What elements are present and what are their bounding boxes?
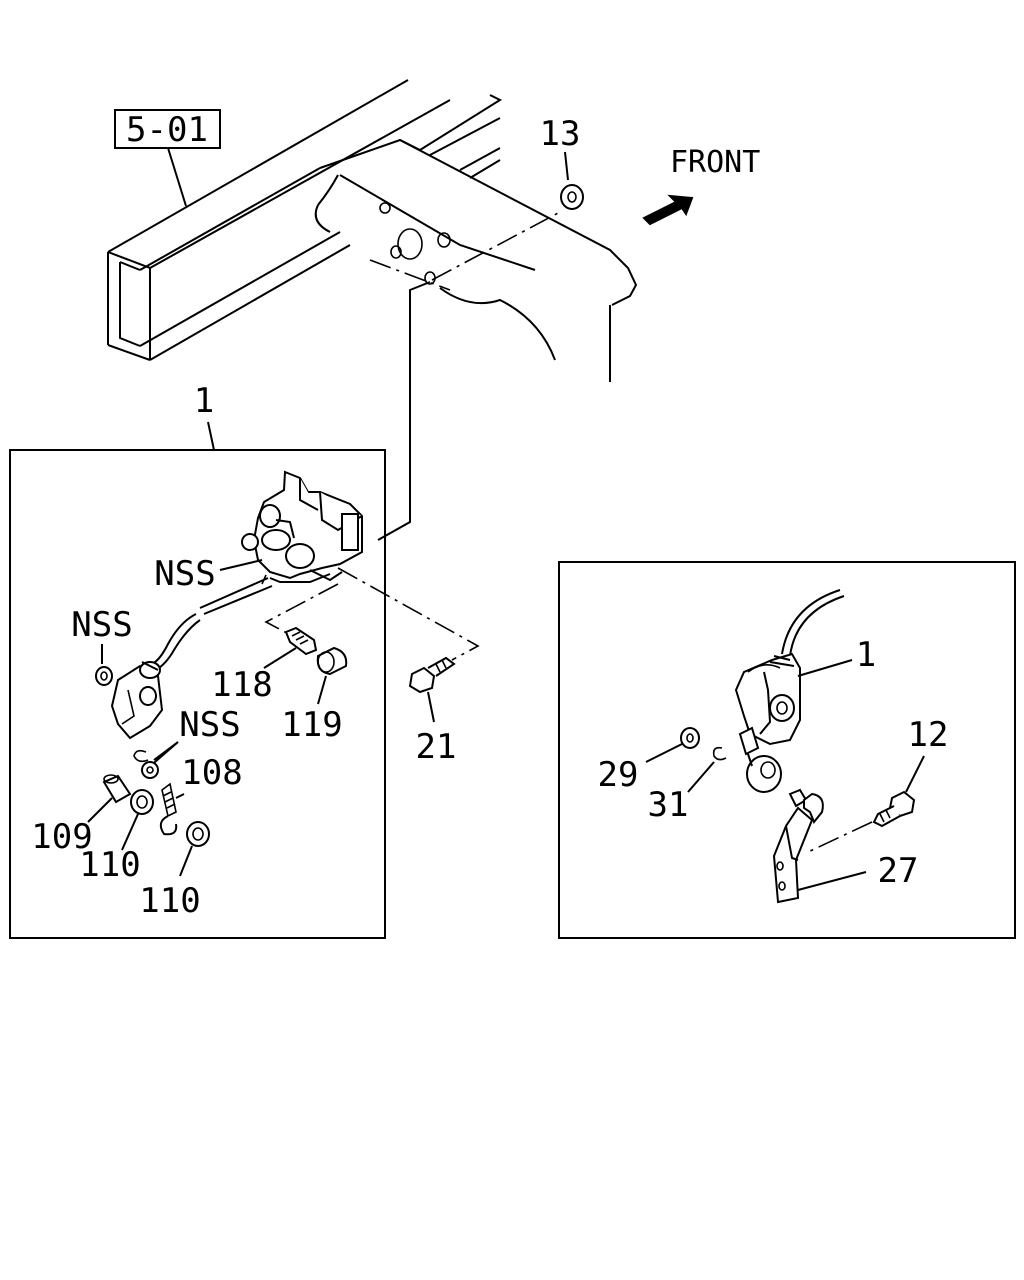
part-27-bracket[interactable] [772, 788, 824, 904]
part-12-bolt[interactable] [872, 790, 916, 828]
part-31-callout: 31 [648, 785, 689, 825]
nss-valve-callout: NSS [154, 554, 215, 594]
nss-washer-icon[interactable] [95, 666, 113, 686]
part-110b-callout: 110 [139, 881, 200, 921]
part-12-callout: 12 [908, 715, 949, 755]
connection-line [377, 281, 431, 541]
part-13-leader [564, 151, 569, 181]
part-31-clip-icon[interactable] [712, 746, 727, 761]
part-118-leader [263, 647, 297, 669]
part-118-callout: 118 [211, 665, 272, 705]
part-27-leader [797, 871, 867, 891]
part-29-callout: 29 [598, 755, 639, 795]
nss-valve-leader [219, 559, 263, 571]
part-1-callout: 1 [194, 381, 214, 421]
part-118-stud[interactable] [284, 626, 318, 656]
part-110b-leader [179, 845, 193, 877]
part-110-bushing-a[interactable] [130, 789, 154, 815]
part-119-leader [317, 675, 327, 705]
installation-detail-box [558, 561, 1016, 939]
cable-upper [199, 577, 269, 609]
part-13-nut[interactable] [560, 184, 584, 210]
part-21-leader [427, 691, 435, 723]
detail-sensor[interactable] [734, 652, 801, 746]
cable-lower-2 [155, 619, 201, 671]
frame-rail [107, 79, 638, 382]
part-21-callout: 21 [416, 727, 457, 767]
part-108-rod[interactable] [159, 782, 178, 836]
part-1-leader [207, 421, 215, 451]
part-110a-callout: 110 [79, 845, 140, 885]
part-109-callout: 109 [31, 817, 92, 857]
part-110-bushing-b[interactable] [186, 821, 210, 847]
leveling-valve[interactable] [241, 470, 363, 583]
detail-part-1-callout: 1 [856, 635, 876, 675]
part-110a-leader [121, 813, 139, 851]
reference-box[interactable]: 5-01 [114, 109, 221, 150]
part-12-leader [905, 755, 925, 793]
part-12-axis [807, 821, 873, 853]
clip-e-icon[interactable] [133, 749, 149, 763]
assembly-detail-box [9, 449, 386, 939]
detail-part-1-leader [797, 659, 853, 677]
part-29-nut[interactable] [680, 727, 700, 749]
bolt-21-axis [337, 567, 480, 661]
nss-bracket-callout: NSS [71, 605, 132, 645]
front-arrow-icon [642, 194, 694, 226]
cable-lower [151, 613, 197, 665]
reference-box-label: 5-01 [126, 110, 208, 150]
detail-link-ball[interactable] [738, 726, 782, 793]
part-21-bolt[interactable] [408, 656, 456, 694]
clip-nut-icon[interactable] [141, 761, 159, 779]
part-119-cap[interactable] [316, 646, 348, 676]
part-27-callout: 27 [878, 851, 919, 891]
part-13-callout: 13 [540, 114, 581, 154]
detail-cable [781, 589, 841, 655]
cable-upper-2 [203, 585, 273, 615]
part-29-leader [645, 743, 683, 763]
nss-clip-callout: NSS [179, 705, 240, 745]
part-108-leader [175, 793, 185, 799]
detail-cable-2 [789, 595, 845, 657]
part-119-callout: 119 [281, 705, 342, 745]
cable-fitting [261, 574, 267, 585]
part-109-sleeve[interactable] [102, 774, 132, 804]
part-118-axis [264, 583, 339, 641]
part-31-leader [687, 761, 715, 793]
sensor-arm-bracket[interactable] [110, 661, 164, 740]
part-108-callout: 108 [181, 753, 242, 793]
front-label: FRONT [670, 145, 760, 180]
part-109-leader [87, 797, 113, 823]
reference-leader [167, 147, 187, 207]
